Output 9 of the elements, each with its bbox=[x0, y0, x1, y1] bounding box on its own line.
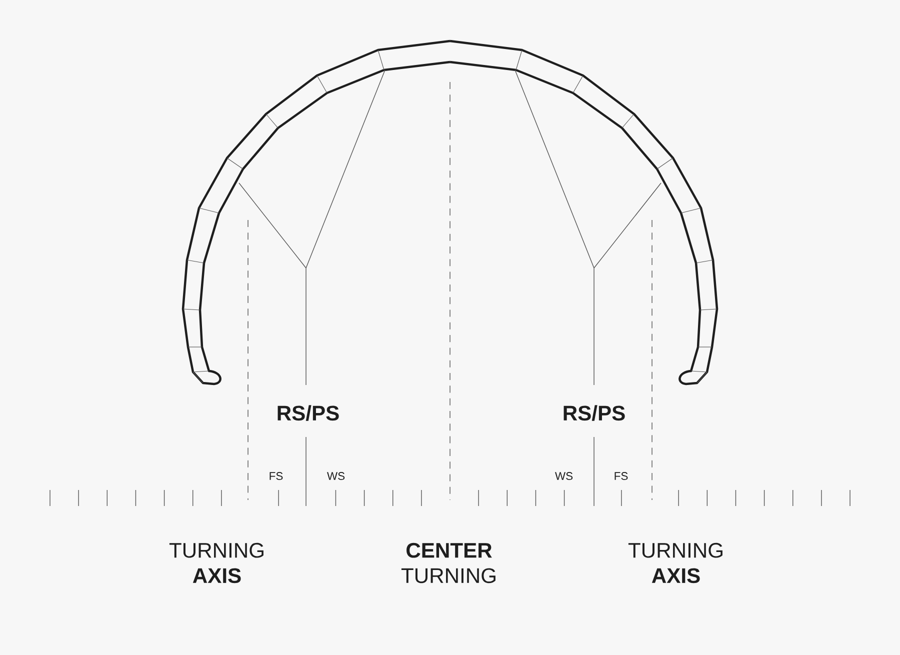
bridle-label: RS/PS bbox=[564, 405, 625, 421]
bridle-label: RS/PS bbox=[278, 405, 339, 421]
scale-label: FS bbox=[270, 472, 283, 480]
scale-label: WS bbox=[555, 472, 573, 480]
scale-label: FS bbox=[614, 472, 628, 480]
scale-label: WS bbox=[327, 472, 345, 480]
axis-label: TURNING AXIS bbox=[169, 542, 264, 584]
axis-label: TURNING AXIS bbox=[628, 542, 722, 584]
axis-label: CENTER TURNING bbox=[401, 542, 496, 584]
